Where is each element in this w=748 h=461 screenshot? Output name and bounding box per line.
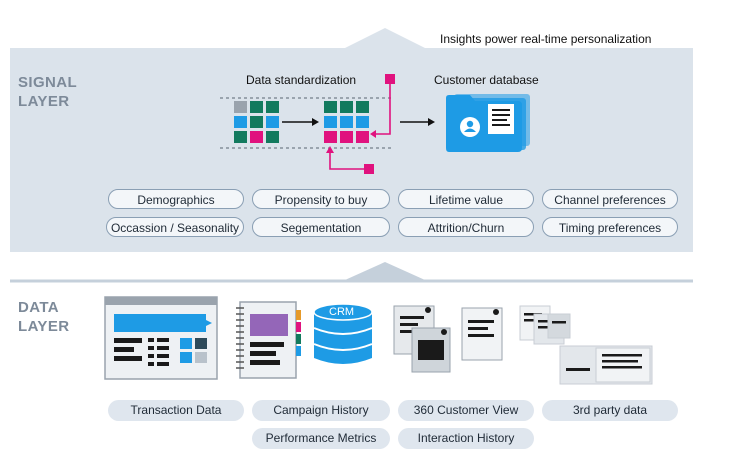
- pill-demographics: Demographics: [108, 189, 244, 209]
- pill-occasion-seasonality: Occassion / Seasonality: [106, 217, 244, 237]
- pill-channel-preferences: Channel preferences: [542, 189, 678, 209]
- source-interaction-history: Interaction History: [398, 428, 534, 449]
- source-3rd-party-data: 3rd party data: [542, 400, 678, 421]
- signal-title-line2: LAYER: [18, 93, 70, 110]
- signal-title-line1: SIGNAL: [18, 74, 78, 91]
- magenta-feedback-arrows: [326, 74, 395, 174]
- data-standardization-label: Data standardization: [246, 73, 357, 87]
- pill-timing-preferences: Timing preferences: [542, 217, 678, 237]
- crm-label: CRM: [329, 306, 355, 318]
- raw-data-grid: [234, 101, 279, 143]
- pill-attrition-churn: Attrition/Churn: [398, 217, 534, 237]
- standardized-data-grid: [324, 101, 369, 143]
- data-title-line2: LAYER: [18, 318, 70, 335]
- source-transaction-data: Transaction Data: [108, 400, 244, 421]
- source-performance-metrics: Performance Metrics: [252, 428, 390, 449]
- pill-segmentation: Segementation: [252, 217, 390, 237]
- layer-connector-arrow: [10, 262, 693, 283]
- data-standardization-diagram: [220, 74, 435, 174]
- data-layer-title: DATA LAYER: [18, 298, 98, 336]
- source-campaign-history: Campaign History: [252, 400, 390, 421]
- data-title-line1: DATA: [18, 299, 60, 316]
- source-360-customer-view: 360 Customer View: [398, 400, 534, 421]
- folder-with-id-card-icon: [446, 94, 530, 152]
- pill-lifetime-value: Lifetime value: [398, 189, 534, 209]
- paper-sheets-icon: [519, 305, 653, 385]
- browser-dashboard-icon: [104, 296, 218, 380]
- signal-layer-title: SIGNAL LAYER: [18, 73, 98, 111]
- document-stack-icon: [393, 305, 503, 373]
- pill-propensity-to-buy: Propensity to buy: [252, 189, 390, 209]
- database-cylinder-icon: [313, 303, 373, 364]
- spiral-notebook-icon: [236, 301, 301, 379]
- customer-database-label: Customer database: [434, 73, 539, 87]
- insights-caption: Insights power real-time personalization: [440, 32, 652, 46]
